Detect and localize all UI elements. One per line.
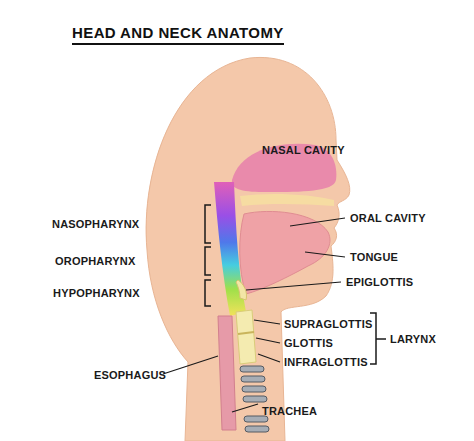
- palate-shape: [240, 194, 334, 206]
- head-silhouette: [146, 57, 350, 441]
- leader-lines: [163, 218, 345, 412]
- epiglottis-shape: [236, 280, 247, 300]
- pharynx-band: [214, 182, 246, 316]
- diagram-title: HEAD AND NECK ANATOMY: [72, 24, 284, 45]
- region-label: SUPRAGLOTTIS: [284, 317, 373, 331]
- esophagus-tube: [218, 316, 236, 430]
- region-label: OROPHARYNX: [55, 254, 135, 268]
- group-label: LARYNX: [390, 332, 436, 346]
- region-label: HYPOPHARYNX: [53, 286, 140, 300]
- region-label: GLOTTIS: [284, 336, 333, 350]
- structure-label: TONGUE: [350, 250, 398, 264]
- structure-label: ORAL CAVITY: [350, 211, 426, 225]
- trachea-rings: [240, 366, 269, 432]
- vocal-fold: [238, 332, 254, 334]
- larynx-shape: [236, 310, 256, 364]
- structure-label: NASAL CAVITY: [262, 143, 345, 157]
- region-label: INFRAGLOTTIS: [284, 355, 368, 369]
- structure-label: TRACHEA: [262, 404, 317, 418]
- tongue-shape: [240, 211, 330, 294]
- structure-label: EPIGLOTTIS: [346, 275, 413, 289]
- structure-label: ESOPHAGUS: [94, 368, 166, 382]
- region-label: NASOPHARYNX: [52, 217, 139, 231]
